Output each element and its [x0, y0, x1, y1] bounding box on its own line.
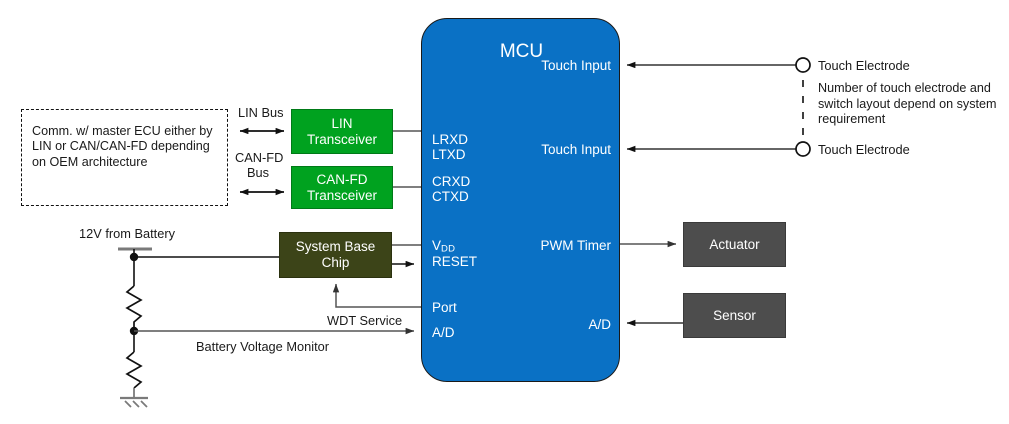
mcu-block[interactable]: MCU LRXD LTXD CRXD CTXD VDD RESET Port A… [421, 18, 620, 382]
touch-electrode-note: Number of touch electrode and switch lay… [818, 81, 997, 127]
touch-electrode-top-icon [795, 57, 811, 73]
actuator-label: Actuator [709, 236, 760, 252]
master-ecu-note-text: Comm. w/ master ECU either by LIN or CAN… [32, 124, 213, 169]
mcu-pin-pwm-timer: PWM Timer [540, 238, 612, 253]
battery-voltage-monitor-label: Battery Voltage Monitor [196, 339, 330, 354]
touch-electrode-top-label: Touch Electrode [818, 58, 910, 73]
mcu-pin-vdd-subscript: DD [441, 243, 456, 255]
mcu-pin-port: Port [432, 300, 457, 315]
can-fd-transceiver-block[interactable]: CAN-FD Transceiver [291, 166, 393, 209]
can-fd-bus-label-line1: CAN-FD [235, 150, 284, 165]
touch-electrode-bottom-label: Touch Electrode [818, 142, 910, 157]
can-fd-bus-label-line2: Bus [247, 165, 270, 180]
lin-transceiver-line1: LIN [331, 115, 353, 131]
system-base-chip-line1: System Base [295, 239, 376, 255]
lin-bus-label: LIN Bus [238, 105, 284, 120]
touch-electrode-bottom-icon [795, 141, 811, 157]
wire-wdt-service [332, 283, 421, 308]
mcu-pin-ad-left: A/D [432, 325, 455, 340]
actuator-block[interactable]: Actuator [683, 222, 786, 267]
mcu-pin-ltxd: LTXD [432, 147, 466, 162]
mcu-pin-touch-input-bottom: Touch Input [541, 142, 611, 157]
can-fd-transceiver-line1: CAN-FD [316, 171, 368, 187]
mcu-pin-ad-right: A/D [588, 317, 611, 332]
system-base-chip-line2: Chip [321, 255, 350, 270]
battery-supply-label: 12V from Battery [79, 226, 176, 241]
mcu-pin-crxd: CRXD [432, 174, 471, 189]
mcu-pin-touch-input-top: Touch Input [541, 58, 611, 73]
sensor-block[interactable]: Sensor [683, 293, 786, 338]
master-ecu-note-box[interactable]: Comm. w/ master ECU either by LIN or CAN… [21, 109, 228, 206]
mcu-pin-reset: RESET [432, 254, 478, 269]
mcu-pin-vdd-text: V [432, 238, 442, 253]
wire-battery-rail [118, 247, 279, 408]
wdt-service-label: WDT Service [327, 313, 403, 328]
lin-transceiver-line2: Transceiver [306, 131, 378, 147]
system-base-chip-block[interactable]: System Base Chip [279, 232, 392, 278]
mcu-pin-ctxd: CTXD [432, 189, 469, 204]
can-fd-transceiver-line2: Transceiver [306, 187, 378, 203]
mcu-pin-vdd: VDD [432, 238, 455, 255]
sensor-label: Sensor [713, 307, 756, 323]
lin-transceiver-block[interactable]: LIN Transceiver [291, 109, 393, 154]
mcu-title: MCU [499, 41, 544, 62]
mcu-pin-lrxd: LRXD [432, 132, 469, 147]
